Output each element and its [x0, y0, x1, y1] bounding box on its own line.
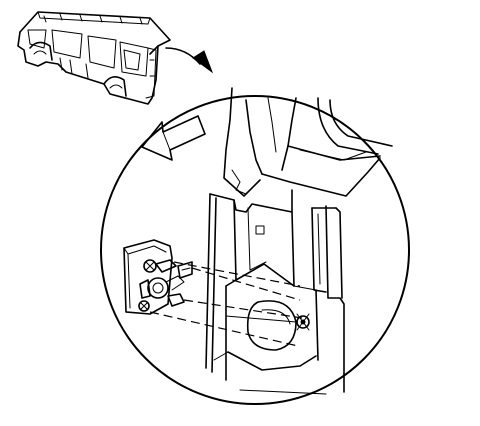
forward-direction-arrow-icon [141, 115, 206, 161]
mounting-hole-icon [246, 300, 297, 351]
fastener-icon [296, 313, 310, 331]
alignment-guide-lines [149, 261, 303, 347]
callout-arrow-icon [165, 47, 214, 74]
pillar-panel-structure [205, 87, 393, 395]
latch-bracket-icon [123, 239, 193, 315]
vehicle-body-shell-icon [17, 11, 171, 105]
detail-magnifier-circle [100, 95, 410, 405]
